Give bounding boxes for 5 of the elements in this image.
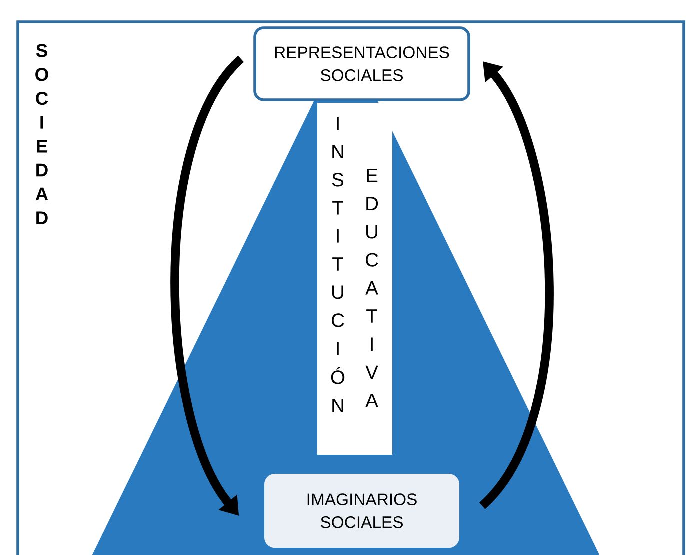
rounded-box: REPRESENTACIONES SOCIALES [254, 26, 470, 102]
vertical-label: SOCIEDAD [36, 44, 48, 224]
rounded-box: IMAGINARIOS SOCIALES [264, 474, 460, 548]
text-column: INSTITUCIÓN EDUCATIVA [318, 103, 392, 455]
frame [16, 20, 686, 555]
